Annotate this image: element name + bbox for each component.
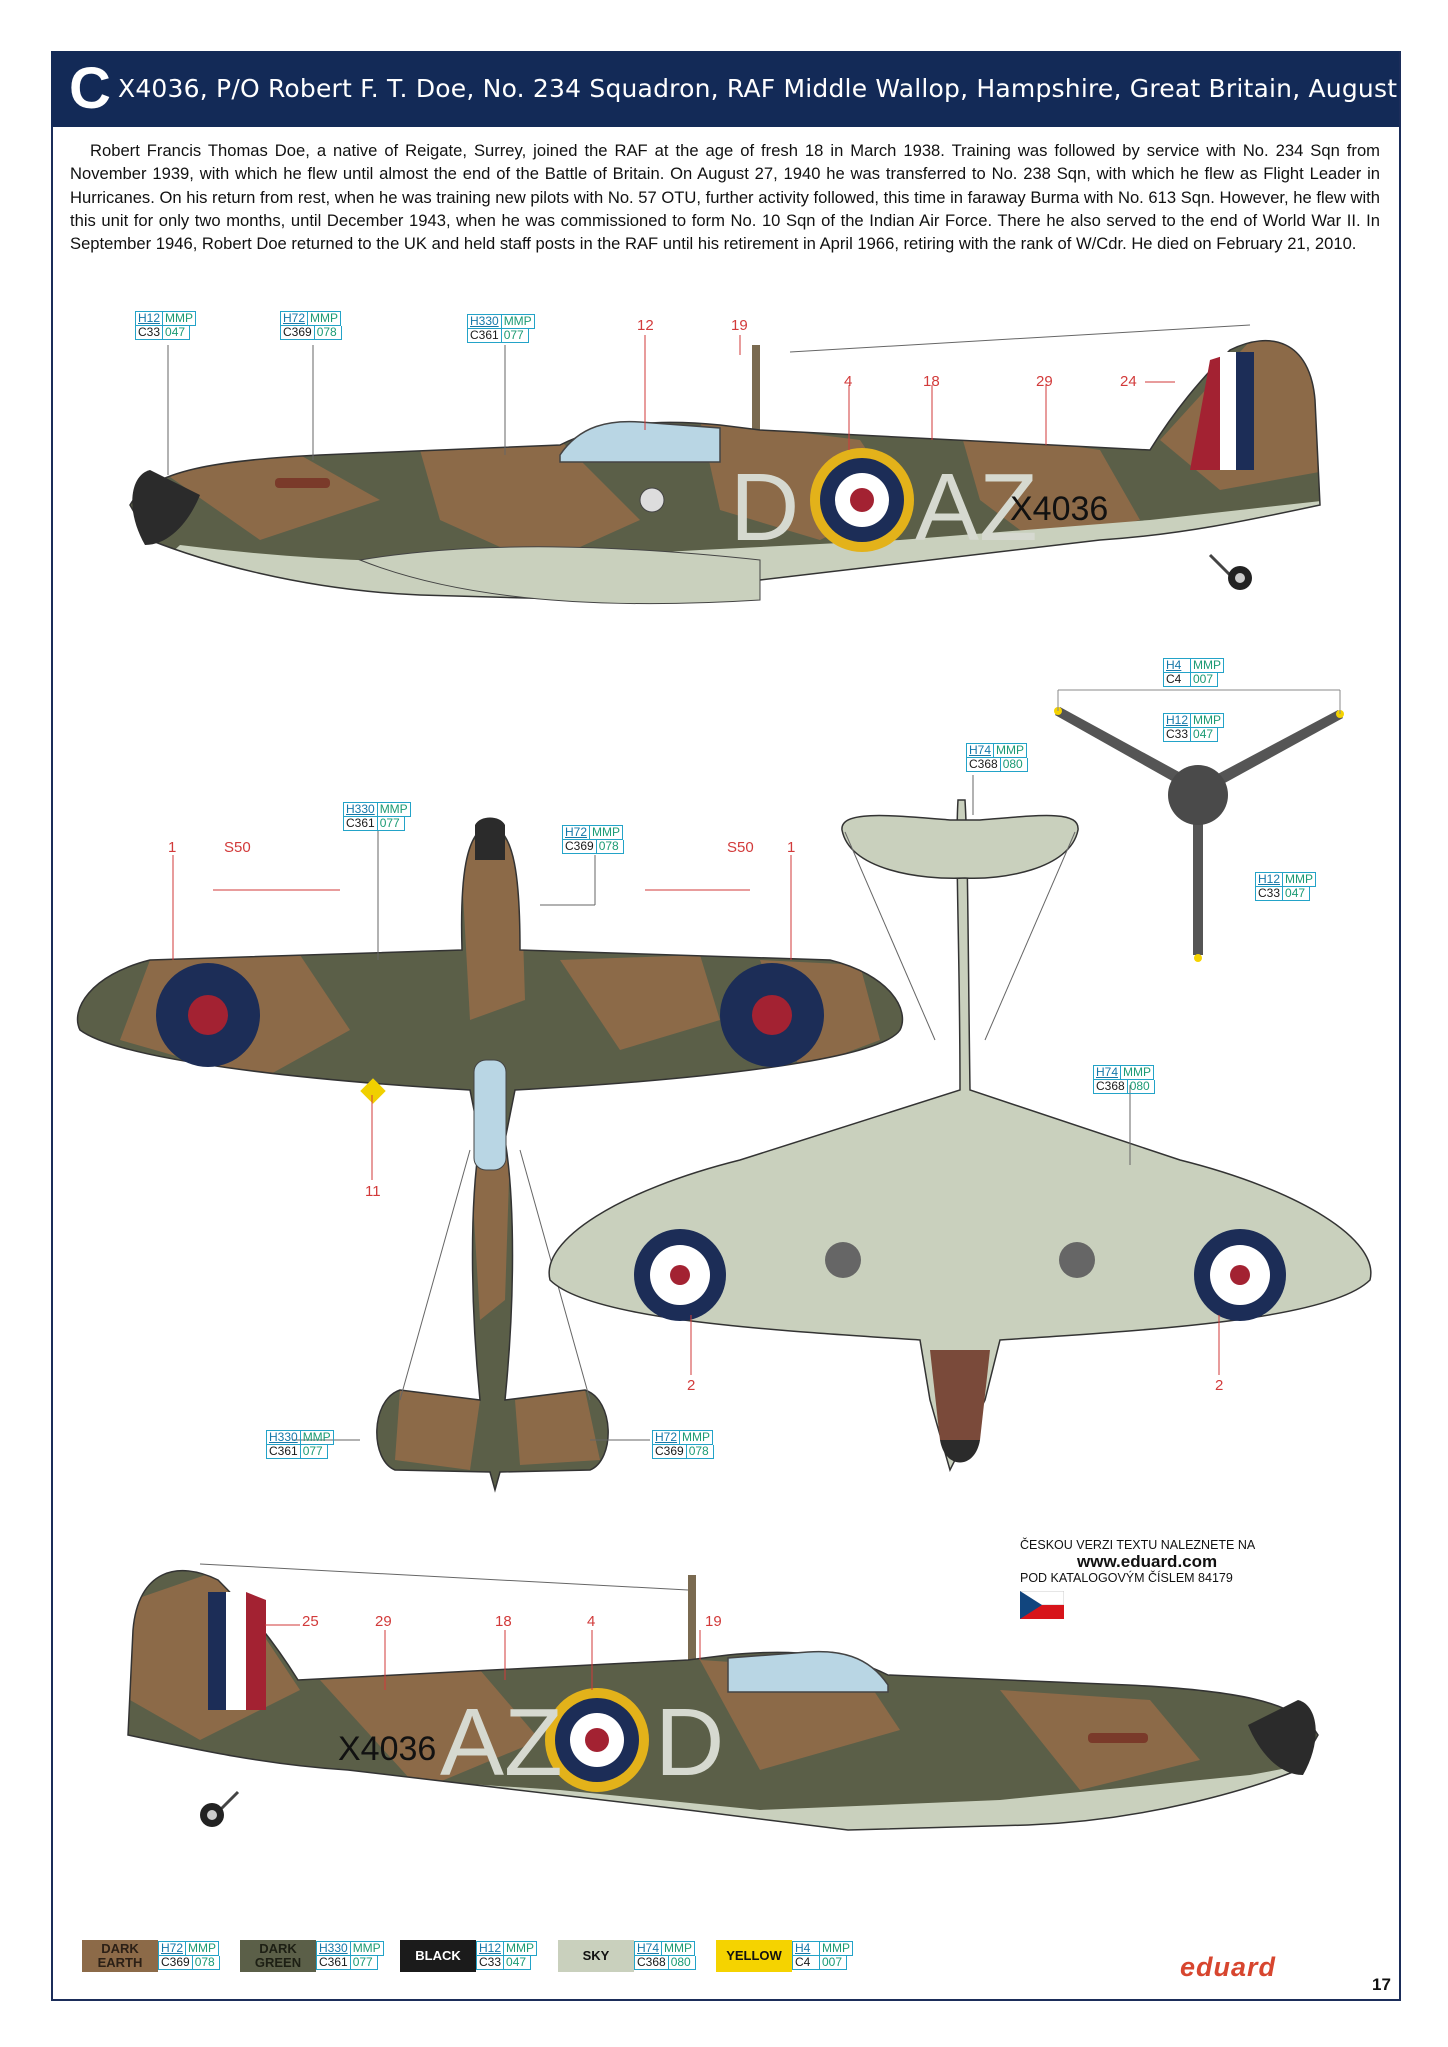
code-letters-right: AZ	[915, 454, 1038, 561]
legend-swatch-yellow: YELLOW	[716, 1940, 792, 1972]
callout-11: 11	[365, 1183, 381, 1200]
callout-24: 24	[1120, 373, 1137, 390]
czech-flag-icon	[1020, 1591, 1064, 1619]
czech-note-line2: POD KATALOGOVÝM ČÍSLEM 84179	[1020, 1571, 1233, 1585]
callout-25: 25	[302, 1613, 319, 1630]
website-link[interactable]: www.eduard.com	[1077, 1552, 1218, 1571]
profile-letter: C	[69, 56, 111, 121]
callout-2-right: 2	[1215, 1377, 1224, 1394]
page-title: X4036, P/O Robert F. T. Doe, No. 234 Squ…	[118, 74, 1448, 103]
legend-swatch-sky: SKY	[558, 1940, 634, 1972]
czech-note-line1: ČESKOU VERZI TEXTU NALEZNETE NA	[1020, 1538, 1256, 1552]
side-profile-starboard	[129, 324, 1321, 605]
callout-4: 4	[844, 373, 853, 390]
callout-1-left: 1	[168, 839, 177, 856]
eduard-logo: eduard	[1180, 1952, 1277, 1982]
callout-19-port: 19	[705, 1613, 722, 1630]
code-letter-right-port: D	[655, 1689, 724, 1796]
callout-18: 18	[923, 373, 940, 390]
plan-view-underside	[548, 799, 1372, 1473]
callout-29: 29	[1036, 373, 1053, 390]
czech-version-note: ČESKOU VERZI TEXTU NALEZNETE NA www.edua…	[1020, 1538, 1300, 1619]
callout-2-left: 2	[687, 1377, 696, 1394]
callout-19: 19	[731, 317, 748, 334]
serial-number: X4036	[1010, 490, 1108, 528]
propeller	[1054, 689, 1344, 962]
callout-29-port: 29	[375, 1613, 392, 1630]
callout-4-port: 4	[587, 1613, 596, 1630]
leader-lines	[167, 345, 1131, 1441]
callout-s50-right: S50	[727, 839, 754, 856]
callout-lines	[172, 335, 1220, 1690]
code-letter-left: D	[730, 454, 799, 561]
callout-12: 12	[637, 317, 654, 334]
callout-1-right: 1	[787, 839, 796, 856]
callout-s50-left: S50	[224, 839, 251, 856]
serial-number-port: X4036	[338, 1730, 436, 1768]
code-letters-left-port: AZ	[440, 1689, 563, 1796]
intro-text: Robert Francis Thomas Doe, a native of R…	[70, 141, 1380, 254]
legend-swatch-black: BLACK	[400, 1940, 476, 1972]
page-number: 17	[1372, 1975, 1391, 1994]
page-header: C X4036, P/O Robert F. T. Doe, No. 234 S…	[51, 51, 1448, 127]
callout-18-port: 18	[495, 1613, 512, 1630]
